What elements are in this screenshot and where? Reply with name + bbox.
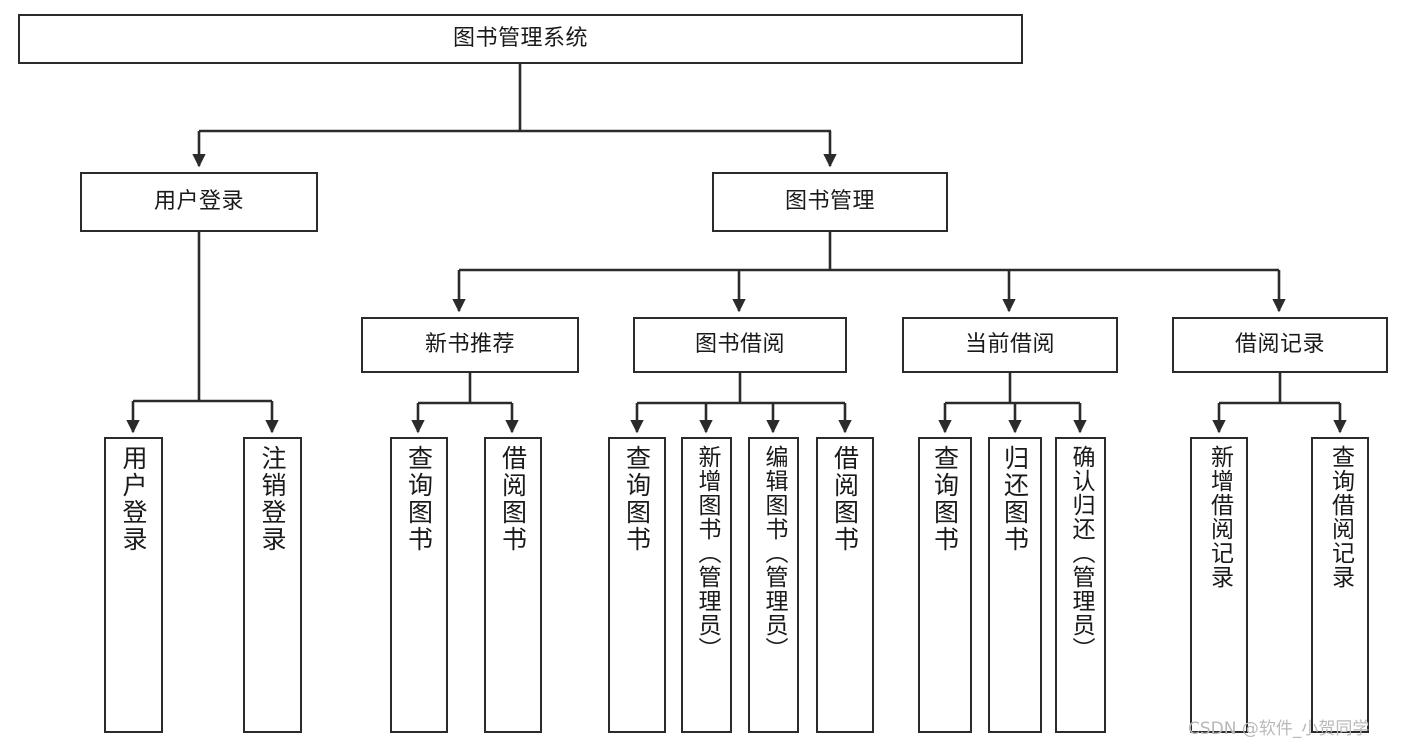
leaf-return-book-label: 归还图书	[1000, 445, 1030, 553]
node-new-book-recommend[interactable]: 新书推荐	[361, 317, 579, 373]
leaf-query-book-recommend-label: 查询图书	[404, 445, 434, 553]
leaf-edit-book-admin[interactable]: 编辑图书（管理员）	[748, 437, 799, 733]
leaf-user-login-label: 用户登录	[119, 445, 148, 553]
leaf-add-borrow-record-label: 新增借阅记录	[1206, 445, 1233, 589]
node-root[interactable]: 图书管理系统	[18, 14, 1023, 64]
leaf-logout-login-label: 注销登录	[258, 445, 287, 553]
leaf-query-book-current-label: 查询图书	[930, 445, 960, 553]
leaf-query-book-borrow[interactable]: 查询图书	[608, 437, 666, 733]
leaf-return-book[interactable]: 归还图书	[988, 437, 1042, 733]
leaf-query-book-recommend[interactable]: 查询图书	[390, 437, 448, 733]
node-current-borrow[interactable]: 当前借阅	[902, 317, 1118, 373]
csdn-watermark: CSDN @软件_小贺同学	[1188, 719, 1370, 739]
node-borrow-record[interactable]: 借阅记录	[1172, 317, 1388, 373]
leaf-confirm-return-admin[interactable]: 确认归还（管理员）	[1055, 437, 1106, 733]
node-book-management-label: 图书管理	[784, 188, 875, 214]
node-user-login[interactable]: 用户登录	[80, 172, 318, 232]
leaf-query-book-borrow-label: 查询图书	[622, 445, 652, 553]
leaf-add-book-admin[interactable]: 新增图书（管理员）	[681, 437, 732, 733]
node-book-borrow-label: 图书借阅	[694, 331, 785, 357]
leaf-query-borrow-record-label: 查询借阅记录	[1327, 445, 1354, 589]
leaf-add-book-admin-label: 新增图书（管理员）	[694, 445, 720, 661]
node-new-book-recommend-label: 新书推荐	[424, 331, 515, 357]
node-current-borrow-label: 当前借阅	[964, 331, 1055, 357]
node-borrow-record-label: 借阅记录	[1234, 331, 1325, 357]
leaf-borrow-book[interactable]: 借阅图书	[816, 437, 874, 733]
leaf-add-borrow-record[interactable]: 新增借阅记录	[1190, 437, 1248, 733]
leaf-query-book-current[interactable]: 查询图书	[918, 437, 972, 733]
leaf-confirm-return-admin-label: 确认归还（管理员）	[1068, 445, 1094, 661]
leaf-edit-book-admin-label: 编辑图书（管理员）	[761, 445, 787, 661]
node-book-management[interactable]: 图书管理	[712, 172, 948, 232]
node-book-borrow[interactable]: 图书借阅	[633, 317, 847, 373]
leaf-logout-login[interactable]: 注销登录	[243, 437, 302, 733]
leaf-borrow-book-recommend-label: 借阅图书	[498, 445, 528, 553]
leaf-user-login[interactable]: 用户登录	[104, 437, 163, 733]
leaf-query-borrow-record[interactable]: 查询借阅记录	[1311, 437, 1369, 733]
leaf-borrow-book-recommend[interactable]: 借阅图书	[484, 437, 542, 733]
node-user-login-label: 用户登录	[153, 188, 244, 214]
node-root-label: 图书管理系统	[452, 25, 588, 51]
leaf-borrow-book-label: 借阅图书	[830, 445, 860, 553]
